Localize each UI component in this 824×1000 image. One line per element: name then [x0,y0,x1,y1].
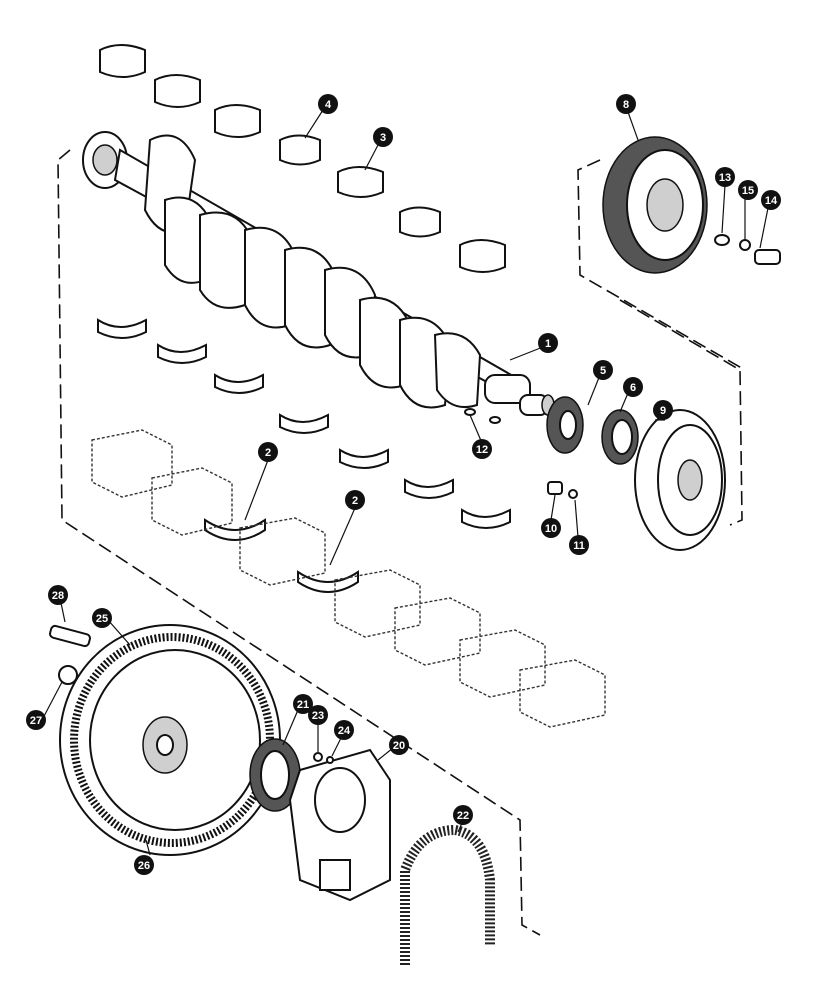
svg-text:14: 14 [765,195,778,207]
callout-20: 20 [389,735,409,755]
callout-6: 6 [623,377,643,397]
callout-9: 9 [653,400,673,420]
svg-text:8: 8 [623,99,629,111]
callout-1: 1 [538,333,558,353]
thrust-washers [204,518,359,593]
svg-text:23: 23 [312,710,324,722]
upper-bearing-shells [99,44,506,273]
callout-22: 22 [453,805,473,825]
bearing-shell [339,448,389,469]
bearing-shell [279,413,329,434]
callout-2b: 2 [345,490,365,510]
front-seal [601,409,639,465]
lower-bearing-shells [97,318,511,529]
bearing-shell [214,104,261,138]
damper-group-boundary [577,159,746,371]
svg-text:27: 27 [30,715,42,727]
svg-text:6: 6 [630,382,636,394]
bearing-shell [99,44,146,78]
bearing-shell [337,166,384,198]
bearing-shell [214,373,264,394]
crankshaft-gear [546,396,584,454]
svg-text:20: 20 [393,740,405,752]
callout-24: 24 [334,720,354,740]
callout-25: 25 [92,608,112,628]
rear-seal [249,738,301,812]
callout-4: 4 [318,94,338,114]
svg-text:10: 10 [545,523,557,535]
callout-14: 14 [761,190,781,210]
bearing-shell [461,508,511,529]
svg-text:13: 13 [719,172,731,184]
bearing-group-boundary [619,299,743,526]
svg-text:11: 11 [573,540,585,552]
callout-2a: 2 [258,442,278,462]
svg-text:4: 4 [325,99,332,111]
main-bearing-caps [91,429,606,728]
bearing-shell [154,74,201,108]
bearing-shell [404,478,454,499]
pulley-bolt [547,481,578,499]
svg-text:3: 3 [380,132,386,144]
callout-21: 21 [293,694,313,714]
bearing-shell [459,239,506,273]
svg-text:15: 15 [742,185,754,197]
callout-13: 13 [715,167,735,187]
bearing-shell [97,318,147,339]
callout-26: 26 [134,855,154,875]
rear-gasket [400,824,495,965]
flywheel-bolt [49,624,91,685]
callout-12: 12 [472,439,492,459]
callout-28: 28 [48,585,68,605]
vibration-damper [602,136,708,274]
main-group-boundary [57,149,541,936]
callout-5: 5 [593,360,613,380]
callout-27: 27 [26,710,46,730]
svg-text:12: 12 [476,444,488,456]
svg-text:1: 1 [545,338,551,350]
retainer-bolt [313,752,334,764]
svg-text:26: 26 [138,860,150,872]
svg-text:2: 2 [352,495,358,507]
callout-23: 23 [308,705,328,725]
crankshaft [82,131,555,416]
callout-3: 3 [373,127,393,147]
callout-15: 15 [738,180,758,200]
svg-text:28: 28 [52,590,64,602]
flywheel [59,624,281,856]
svg-text:25: 25 [96,613,108,625]
callout-10: 10 [541,518,561,538]
svg-text:2: 2 [265,447,271,459]
seal-retainer [288,748,391,902]
svg-text:9: 9 [660,405,666,417]
svg-text:22: 22 [457,810,469,822]
svg-text:5: 5 [600,365,606,377]
bearing-shell [279,134,321,166]
bearing-shell [157,343,207,364]
svg-text:21: 21 [297,699,309,711]
callout-11: 11 [569,535,589,555]
bearing-shell [399,206,441,238]
callout-8: 8 [616,94,636,114]
pulley [634,409,726,551]
svg-text:24: 24 [338,725,351,737]
damper-hardware [714,234,781,265]
